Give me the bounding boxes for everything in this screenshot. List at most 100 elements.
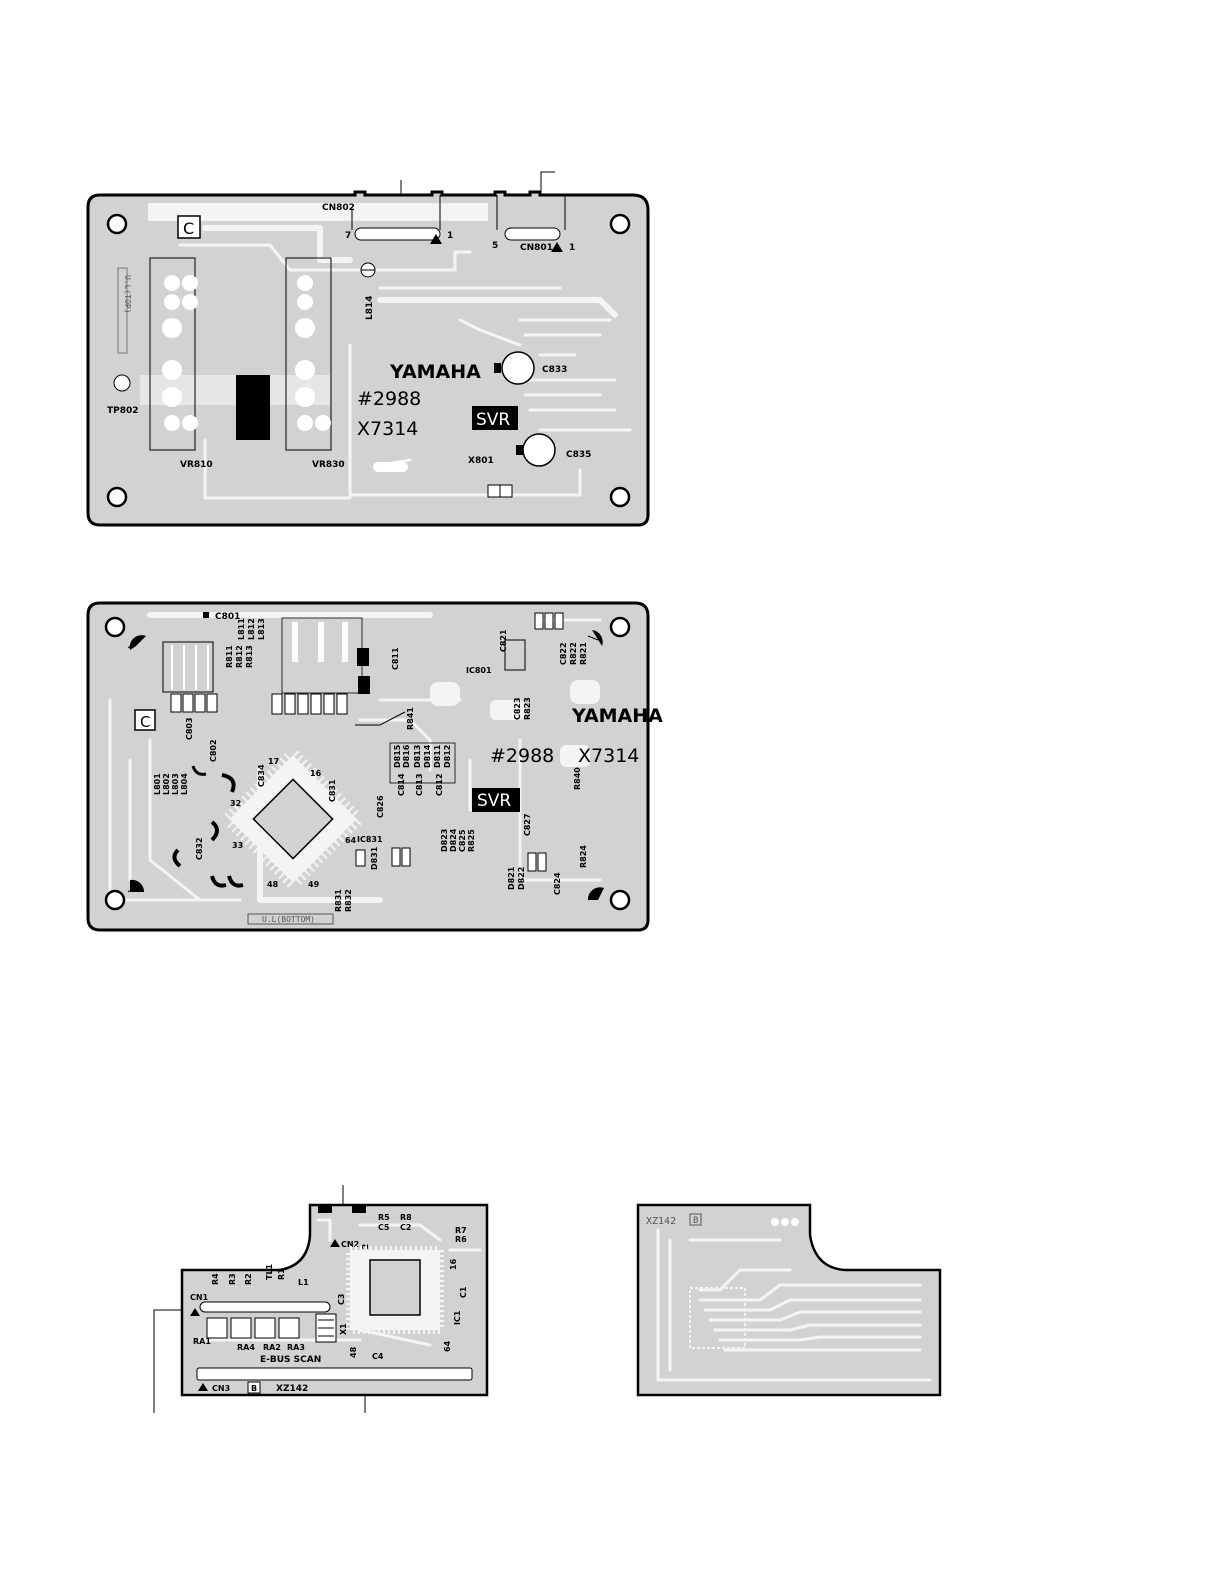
r824-label: R824	[579, 845, 588, 868]
c2-label: C2	[400, 1223, 411, 1232]
b-mark-box	[689, 1213, 702, 1226]
svg-text:D823: D823	[440, 829, 449, 852]
black-component	[357, 648, 369, 666]
pad	[295, 387, 315, 407]
l811-label: L811	[237, 618, 246, 640]
pad	[297, 275, 313, 291]
trace	[202, 225, 353, 263]
svr-badge	[472, 406, 518, 430]
screw-icon	[127, 879, 145, 893]
c-mark-box	[134, 709, 156, 731]
pin1-marker-icon	[551, 242, 563, 252]
cn802-pin-left: 7	[345, 231, 351, 241]
cn801-footprint	[504, 227, 561, 241]
black-component	[210, 820, 219, 842]
top-bus	[148, 203, 488, 221]
svg-text:R2: R2	[244, 1273, 253, 1285]
u-bottom-label: U.L(BOTTOM)	[262, 915, 315, 924]
c812-c814-labels: C814 C813 C812	[397, 773, 444, 796]
board-2-outline	[86, 601, 650, 932]
svg-text:R821: R821	[579, 642, 588, 665]
pad	[373, 462, 408, 472]
svg-text:D824: D824	[449, 828, 458, 852]
pad	[297, 294, 313, 310]
trace	[718, 1335, 922, 1342]
cn1-label: CN1	[190, 1293, 209, 1302]
trace	[377, 297, 618, 318]
svg-text:D815: D815	[393, 744, 402, 768]
trace	[358, 718, 432, 772]
cn1-connector	[199, 1301, 331, 1313]
svg-text:C823: C823	[513, 697, 522, 720]
pin-33: 33	[232, 841, 243, 850]
diode-group-outline	[389, 742, 456, 784]
tp802-pad	[113, 374, 131, 392]
l812-label: L812	[247, 618, 256, 640]
ic1-body	[369, 1259, 421, 1316]
mount-hole	[106, 486, 128, 508]
r8-label: R8	[400, 1213, 412, 1222]
u-bottom-box	[247, 913, 334, 925]
mount-hole	[104, 889, 126, 911]
pad	[295, 318, 315, 338]
u-top-box	[117, 267, 128, 354]
r5-label: R5	[378, 1213, 390, 1222]
pad	[315, 415, 331, 431]
c833-outline	[501, 351, 535, 385]
brand-logo: YAMAHA	[389, 361, 481, 383]
c-mark: C	[140, 713, 150, 731]
resistor-row	[171, 645, 209, 690]
pin-16: 16	[449, 1258, 458, 1270]
r832-label: R832	[344, 889, 353, 912]
pad	[771, 1218, 779, 1226]
r841-label: R841	[406, 707, 415, 730]
black-block	[236, 375, 270, 440]
polarity-mark	[516, 445, 523, 455]
svr-label: SVR	[477, 791, 511, 811]
pin-48: 48	[349, 1346, 358, 1358]
line	[355, 711, 406, 726]
cn2-pad	[352, 1205, 366, 1213]
ic801-outline	[504, 639, 526, 671]
pin1-marker-icon	[430, 234, 442, 244]
ra2-label: RA2	[263, 1343, 281, 1352]
board-code-1: #2988	[357, 388, 421, 410]
c827-label: C827	[523, 813, 532, 836]
tp802-label: TP802	[107, 406, 139, 416]
c802-label: C802	[209, 739, 218, 762]
c-mark: C	[183, 219, 194, 238]
c1-label: C1	[459, 1286, 468, 1298]
svg-text:C814: C814	[397, 773, 406, 796]
c823-r823-labels: C823 R823	[513, 697, 532, 720]
pad	[182, 415, 198, 431]
board-1-outline	[86, 190, 650, 527]
pad-block	[430, 682, 460, 706]
svg-text:D814: D814	[423, 744, 432, 768]
board-4-xz142-bottom: XZ142 B	[636, 1203, 942, 1397]
pad	[791, 1218, 799, 1226]
d831-outline	[355, 849, 366, 867]
pad	[164, 275, 180, 291]
svg-text:R823: R823	[523, 697, 532, 720]
ic801-label: IC801	[466, 666, 492, 675]
x1-label: X1	[339, 1323, 348, 1335]
screw-icon	[587, 630, 603, 646]
board-code-1: #2988	[490, 745, 554, 767]
svg-text:R1: R1	[277, 1268, 286, 1280]
c831-top-label: C831	[328, 779, 337, 802]
trace	[698, 1268, 792, 1292]
svg-text:L803: L803	[171, 773, 180, 795]
svg-text:R3: R3	[228, 1273, 237, 1285]
smd-row	[534, 612, 564, 630]
pad	[295, 360, 315, 380]
cn3-label: CN3	[212, 1384, 230, 1393]
ic831-qfp	[219, 745, 367, 893]
pad	[162, 360, 182, 380]
pad	[297, 415, 313, 431]
pad-block	[570, 680, 600, 704]
trace	[703, 1298, 922, 1312]
board-3-xz142-top: R5 R8 C5 C2 R7 R6 CN2 32 16 C1 IC1 R4 R3…	[153, 1185, 489, 1413]
mount-hole	[609, 213, 631, 235]
vr830-outline	[285, 257, 332, 451]
polarity-mark	[494, 363, 501, 373]
